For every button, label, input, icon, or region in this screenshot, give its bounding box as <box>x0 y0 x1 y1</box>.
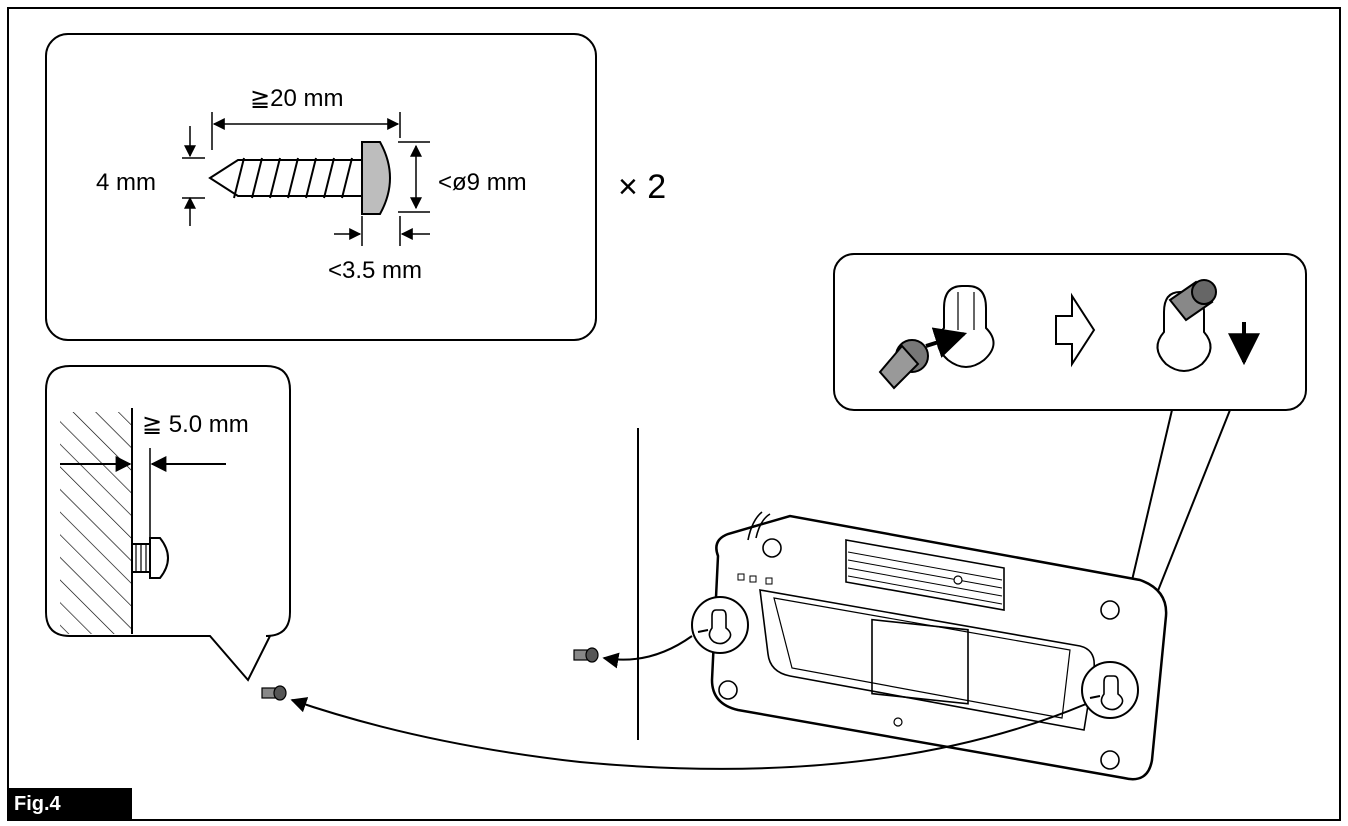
mounted-screw-icon <box>131 537 169 579</box>
screw-to-left-keyhole-arrow <box>602 635 693 669</box>
screw-icon <box>208 141 391 215</box>
wall-gap-panel: ≧ 5.0 mm <box>45 365 291 682</box>
screw-length-label: ≧20 mm <box>250 85 343 112</box>
figure-label: Fig.4 <box>8 788 132 821</box>
head-diameter-label: <ø9 mm <box>438 169 527 196</box>
wall-gap-label: ≧ 5.0 mm <box>142 411 249 438</box>
loose-screw-icon-2 <box>261 685 287 701</box>
wall-hatch <box>60 412 132 634</box>
keyhole-engaged-icon <box>1156 279 1217 372</box>
keyhole-icon <box>937 285 995 368</box>
screw-spec-panel: ≧20 mm 4 mm <ø9 mm <3.5 mm <box>45 33 597 341</box>
keyhole-left-icon <box>691 596 749 654</box>
device-body <box>710 511 1168 781</box>
mount-steps-panel <box>833 253 1307 677</box>
insert-arrow-icon <box>925 327 968 358</box>
head-thickness-label: <3.5 mm <box>328 257 422 284</box>
screw-to-right-keyhole-arrow <box>290 697 1087 770</box>
loose-screw-icon <box>573 647 599 663</box>
quantity-label: × 2 <box>618 168 666 206</box>
screw-head-icon <box>878 339 929 390</box>
figure-frame <box>7 7 1341 821</box>
next-step-arrow-icon <box>1055 292 1096 368</box>
keyhole-right-icon <box>1081 661 1139 719</box>
shaft-diameter-label: 4 mm <box>96 169 156 196</box>
